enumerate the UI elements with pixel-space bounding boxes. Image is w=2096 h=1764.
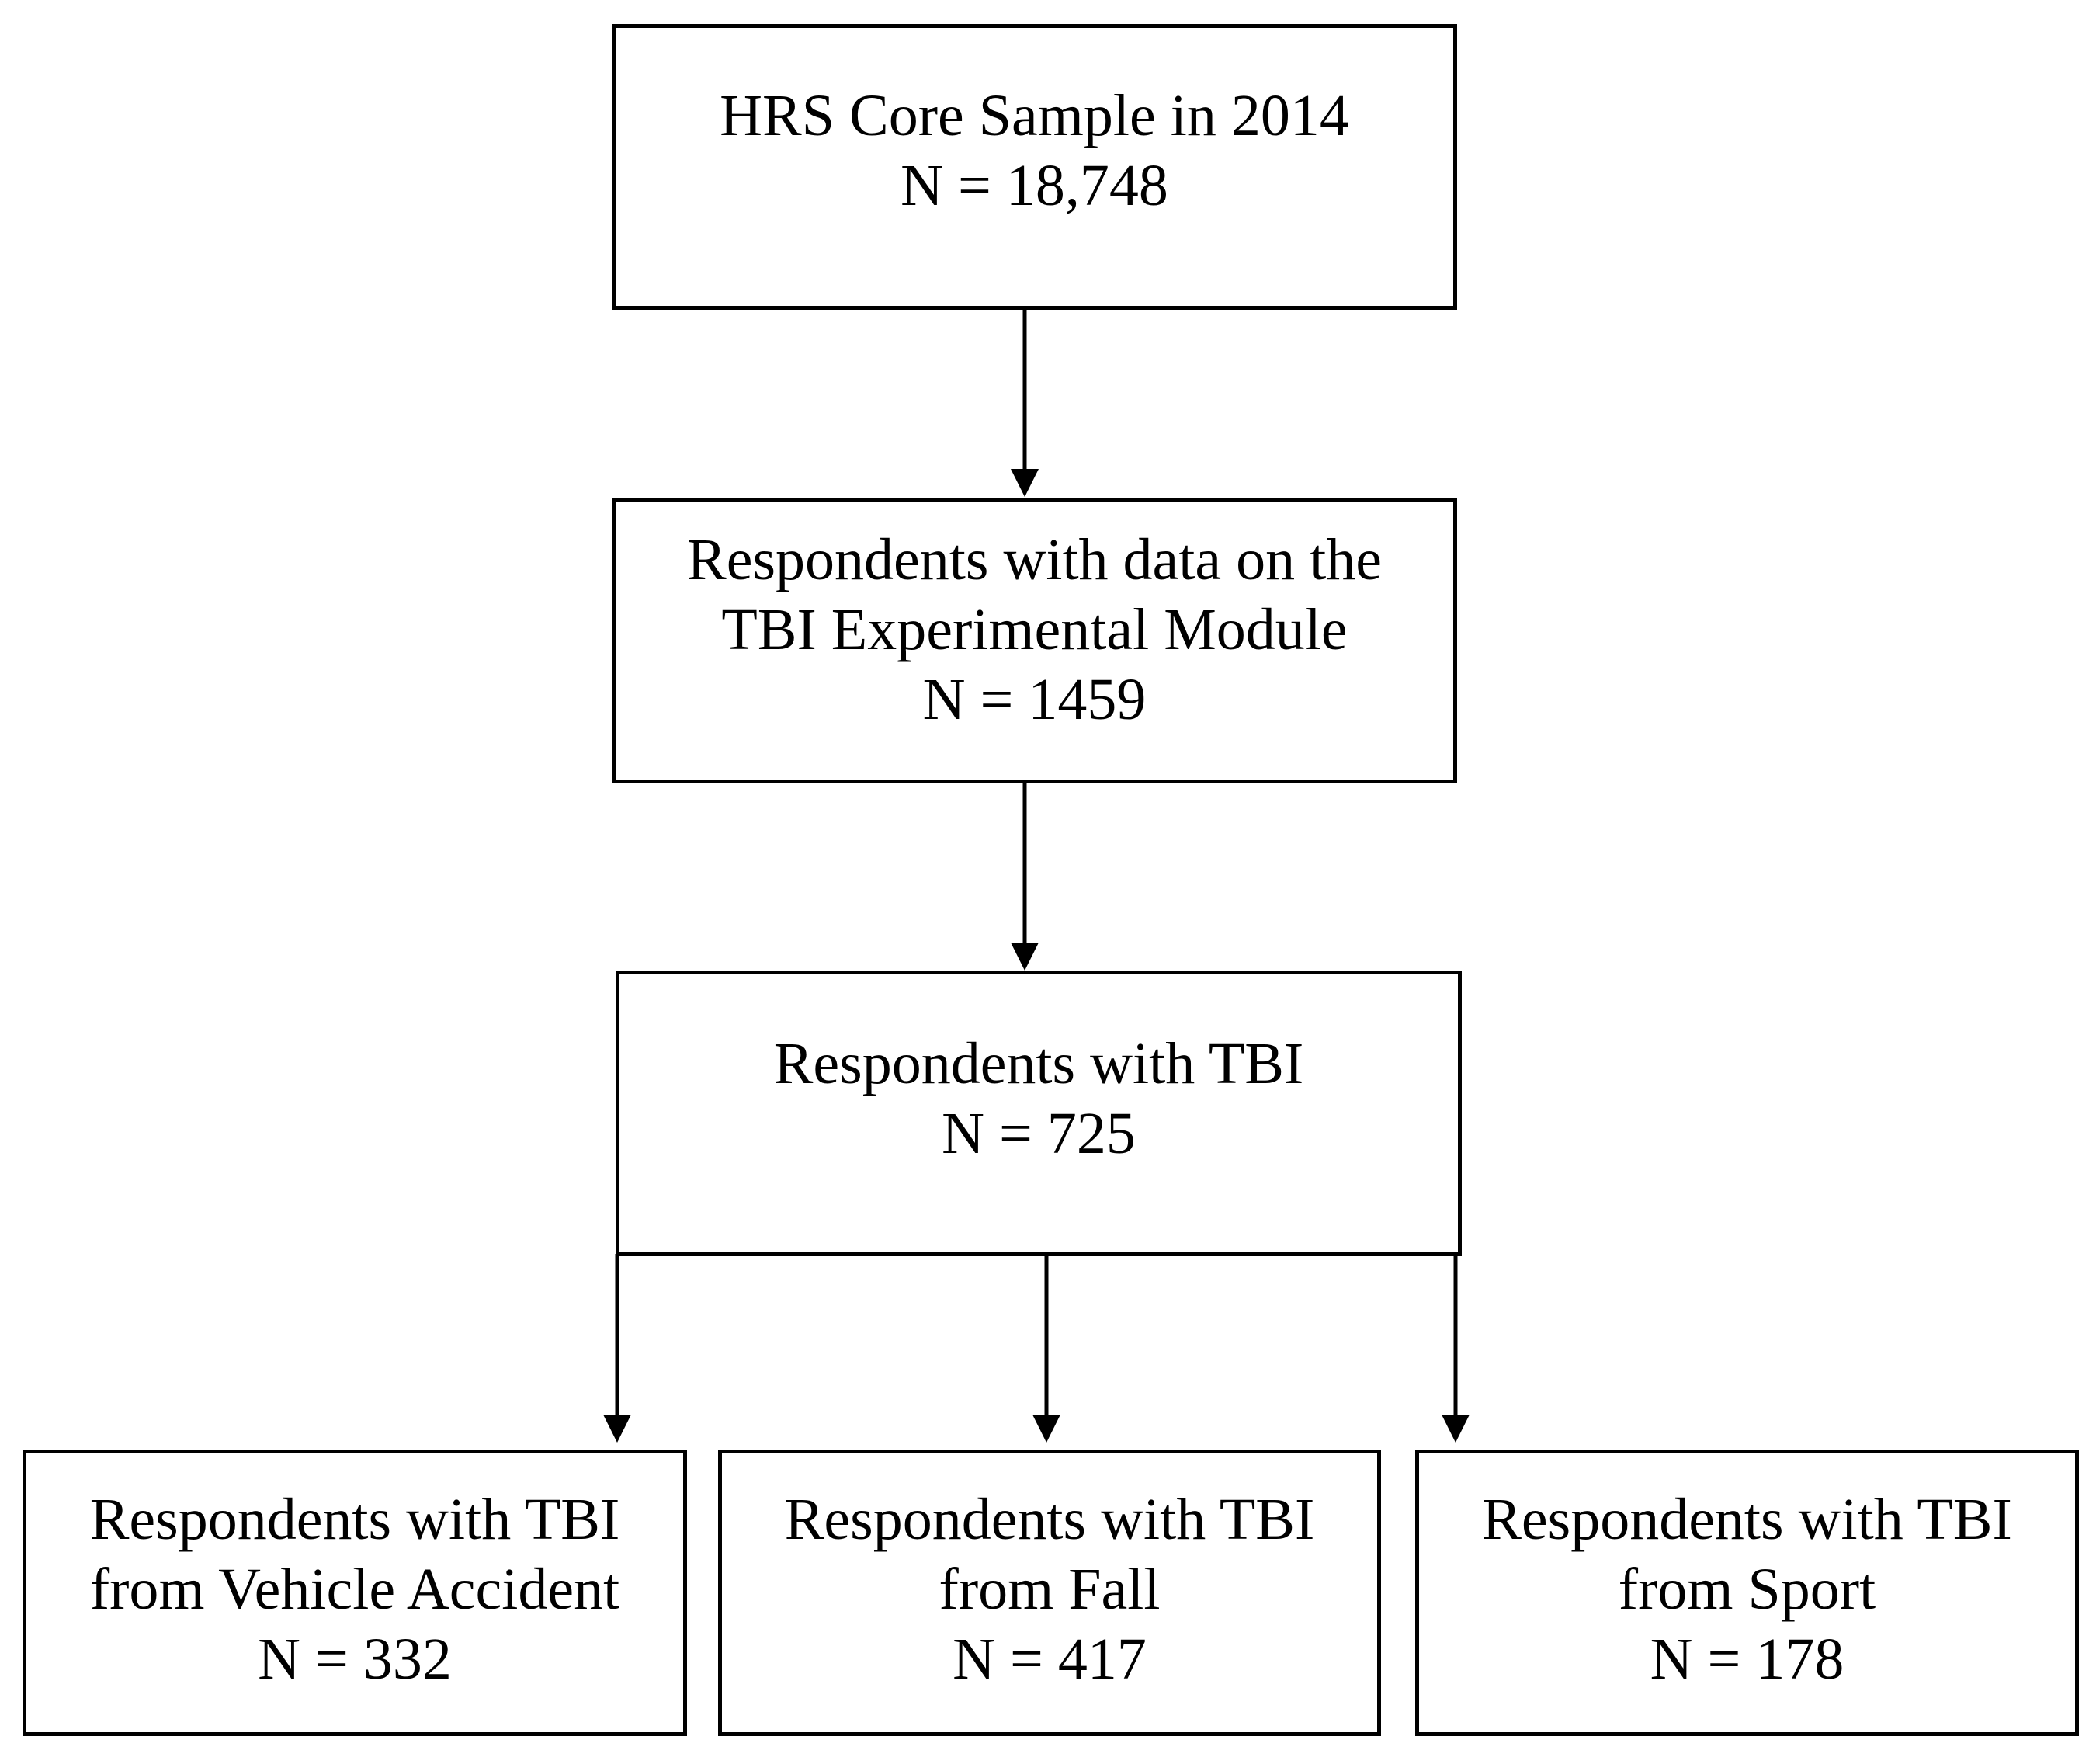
arrowhead-module-to-tbi xyxy=(1011,943,1039,971)
with-tbi-box: Respondents with TBI N = 725 xyxy=(616,971,1462,1256)
fall-title-line-2: from Fall xyxy=(939,1557,1161,1622)
fall-title-line-1: Respondents with TBI xyxy=(784,1487,1315,1552)
tbi-module-count: N = 1459 xyxy=(922,667,1147,732)
sport-count: N = 178 xyxy=(1650,1627,1844,1692)
arrowhead-tbi-to-fall xyxy=(1032,1415,1060,1443)
vehicle-title-line-1: Respondents with TBI xyxy=(89,1487,620,1552)
core-sample-title: HRS Core Sample in 2014 xyxy=(720,83,1349,148)
tbi-module-title-line-2: TBI Experimental Module xyxy=(721,597,1348,662)
core-sample-box: HRS Core Sample in 2014 N = 18,748 xyxy=(612,24,1457,310)
vehicle-accident-box: Respondents with TBI from Vehicle Accide… xyxy=(23,1450,687,1736)
arrowhead-tbi-to-sport xyxy=(1442,1415,1470,1443)
arrowhead-tbi-to-vehicle xyxy=(603,1415,631,1443)
sport-box: Respondents with TBI from Sport N = 178 xyxy=(1415,1450,2079,1736)
vehicle-title-line-2: from Vehicle Accident xyxy=(89,1557,620,1622)
sport-title-line-1: Respondents with TBI xyxy=(1482,1487,2012,1552)
with-tbi-count: N = 725 xyxy=(942,1101,1136,1166)
fall-count: N = 417 xyxy=(953,1627,1147,1692)
tbi-module-box: Respondents with data on the TBI Experim… xyxy=(612,498,1457,783)
vehicle-count: N = 332 xyxy=(258,1627,452,1692)
sport-title-line-2: from Sport xyxy=(1618,1557,1876,1622)
with-tbi-title: Respondents with TBI xyxy=(773,1031,1304,1096)
tbi-module-title-line-1: Respondents with data on the xyxy=(687,527,1382,592)
fall-box: Respondents with TBI from Fall N = 417 xyxy=(718,1450,1381,1736)
core-sample-count: N = 18,748 xyxy=(901,153,1168,218)
arrowhead-core-to-module xyxy=(1011,469,1039,497)
